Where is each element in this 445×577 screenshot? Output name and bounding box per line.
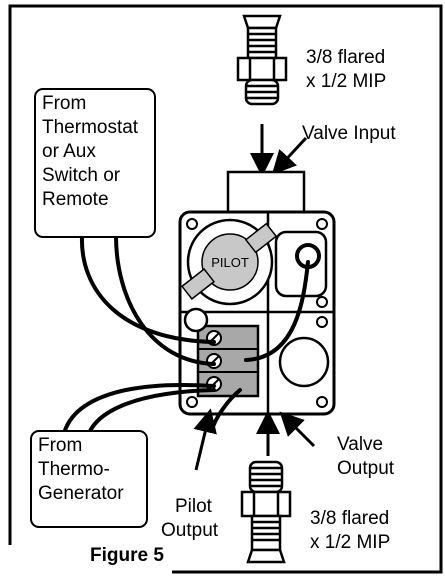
valve-input-block xyxy=(226,170,306,214)
wire-grommet xyxy=(183,307,209,333)
figure-caption: Figure 5 xyxy=(90,545,164,566)
pilot-dial: PILOT xyxy=(180,218,278,306)
thermostat-source-box: From Thermostat or Aux Switch or Remote xyxy=(34,88,156,238)
valve-output-arrow-diagonal xyxy=(279,411,316,448)
valve-output-label: Valve Output xyxy=(337,434,395,479)
inlet-fitting xyxy=(236,14,288,106)
pilot-output-label: Pilot Output xyxy=(161,496,219,541)
inlet-fitting-label: 3/8 flared x 1/2 MIP xyxy=(306,47,387,92)
thermo-box-line: From xyxy=(38,435,83,456)
outlet-fitting xyxy=(240,460,292,564)
pilot-dial-label: PILOT xyxy=(211,255,249,270)
pilot-output-arrow xyxy=(193,408,217,471)
outlet-fitting-label: 3/8 flared x 1/2 MIP xyxy=(310,508,391,553)
valve-input-label: Valve Input xyxy=(302,123,396,144)
thermo-box-line: Thermo- xyxy=(38,459,110,480)
thermo-box-line: Generator xyxy=(38,483,124,504)
thermostat-box-line: Switch or xyxy=(42,165,121,186)
thermostat-box-line: From xyxy=(42,93,87,114)
page-border xyxy=(8,4,443,574)
thermostat-box-line: or Aux xyxy=(42,141,96,162)
inlet-arrow-diagonal xyxy=(271,136,308,175)
thermo-generator-box: From Thermo- Generator xyxy=(30,430,148,528)
thermostat-box-line: Remote xyxy=(42,189,109,210)
thermostat-box-line: Thermostat xyxy=(42,117,139,138)
